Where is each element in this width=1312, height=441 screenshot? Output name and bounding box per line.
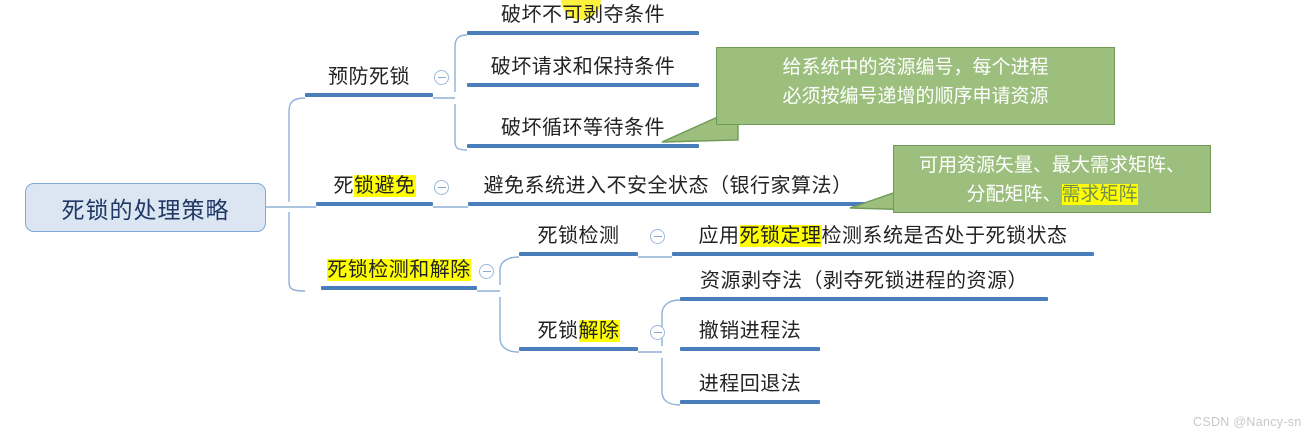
topic-bar (680, 400, 820, 404)
topic-kill-process-label: 撤销进程法 (698, 320, 802, 342)
collapse-toggle-detection-and-recovery[interactable] (479, 264, 494, 279)
topic-bar (305, 93, 433, 97)
topic-prevent-deadlock[interactable]: 预防死锁 (305, 62, 433, 97)
topic-detection-and-recovery-label: 死锁检测和解除 (321, 255, 477, 286)
label-part-plain-tail: 检测系统是否处于死锁状态 (821, 225, 1068, 247)
label-part-plain: 死 (333, 175, 354, 197)
topic-break-no-preemption-label: 破坏不可剥夺条件 (501, 4, 665, 26)
topic-bar (468, 202, 868, 206)
yellow-dot-marker (561, 0, 601, 20)
topic-break-hold-and-wait-label: 破坏请求和保持条件 (490, 56, 676, 78)
root-node[interactable]: 死锁的处理策略 (25, 183, 266, 232)
label-part-plain: 应用 (698, 225, 740, 247)
label-part-highlighted: 解除 (578, 320, 620, 342)
topic-avoid-unsafe-state[interactable]: 避免系统进入不安全状态（银行家算法） (468, 171, 868, 206)
topic-break-circular-wait[interactable]: 破坏循环等待条件 (467, 113, 699, 148)
label-part-highlighted: 死锁定理 (739, 225, 822, 247)
callout-bankers: 可用资源矢量、最大需求矩阵、 分配矩阵、需求矩阵 (893, 145, 1211, 213)
topic-deadlock-avoidance-label: 死锁避免 (316, 171, 433, 202)
topic-deadlock-recovery-label: 死锁解除 (519, 316, 638, 347)
topic-bar (680, 297, 1048, 301)
topic-bar (467, 83, 699, 87)
topic-bar (519, 252, 638, 256)
callout-ordering: 给系统中的资源编号，每个进程 必须按编号递增的顺序申请资源 (716, 47, 1115, 125)
topic-apply-deadlock-theorem[interactable]: 应用死锁定理检测系统是否处于死锁状态 (672, 221, 1094, 256)
topic-deadlock-recovery[interactable]: 死锁解除 (519, 316, 638, 351)
watermark: CSDN @Nancy-sn (1193, 415, 1302, 429)
topic-avoid-unsafe-state-label: 避免系统进入不安全状态（银行家算法） (483, 175, 853, 197)
topic-kill-process[interactable]: 撤销进程法 (680, 316, 820, 351)
root-node-label: 死锁的处理策略 (61, 196, 230, 223)
callout-line-plain: 分配矩阵、 (966, 184, 1062, 205)
topic-bar (680, 347, 820, 351)
collapse-toggle-deadlock-avoidance[interactable] (434, 180, 449, 195)
topic-deadlock-detection[interactable]: 死锁检测 (519, 221, 638, 256)
topic-prevent-deadlock-label: 预防死锁 (328, 66, 410, 88)
callout-bankers-line1: 可用资源矢量、最大需求矩阵、 (918, 155, 1185, 176)
collapse-toggle-deadlock-detection[interactable] (650, 229, 665, 244)
topic-break-no-preemption[interactable]: 破坏不可剥夺条件 (467, 0, 699, 35)
topic-apply-deadlock-theorem-label: 应用死锁定理检测系统是否处于死锁状态 (672, 221, 1094, 252)
topic-detection-and-recovery[interactable]: 死锁检测和解除 (321, 255, 477, 290)
label-part-plain: 死锁 (537, 320, 579, 342)
label-part-highlighted: 锁避免 (354, 175, 416, 197)
topic-resource-preemption[interactable]: 资源剥夺法（剥夺死锁进程的资源） (680, 266, 1048, 301)
collapse-toggle-deadlock-recovery[interactable] (650, 325, 665, 340)
label-part-highlighted: 死锁检测和解除 (327, 259, 471, 281)
topic-break-hold-and-wait[interactable]: 破坏请求和保持条件 (467, 52, 699, 87)
topic-bar (467, 144, 699, 148)
callout-bankers-line2: 分配矩阵、需求矩阵 (904, 180, 1200, 209)
topic-break-circular-wait-label: 破坏循环等待条件 (501, 117, 665, 139)
callout-ordering-line2: 必须按编号递增的顺序申请资源 (782, 86, 1049, 107)
topic-bar (519, 347, 638, 351)
topic-bar (321, 286, 477, 290)
topic-resource-preemption-label: 资源剥夺法（剥夺死锁进程的资源） (700, 270, 1028, 292)
topic-deadlock-detection-label: 死锁检测 (537, 225, 620, 247)
topic-process-rollback[interactable]: 进程回退法 (680, 369, 820, 404)
callout-ordering-line1: 给系统中的资源编号，每个进程 (782, 57, 1049, 78)
collapse-toggle-prevent-deadlock[interactable] (434, 70, 449, 85)
topic-bar (672, 252, 1094, 256)
topic-bar (467, 31, 699, 35)
topic-bar (316, 202, 433, 206)
topic-deadlock-avoidance[interactable]: 死锁避免 (316, 171, 433, 206)
callout-line-highlighted: 需求矩阵 (1061, 184, 1138, 205)
topic-process-rollback-label: 进程回退法 (698, 373, 802, 395)
